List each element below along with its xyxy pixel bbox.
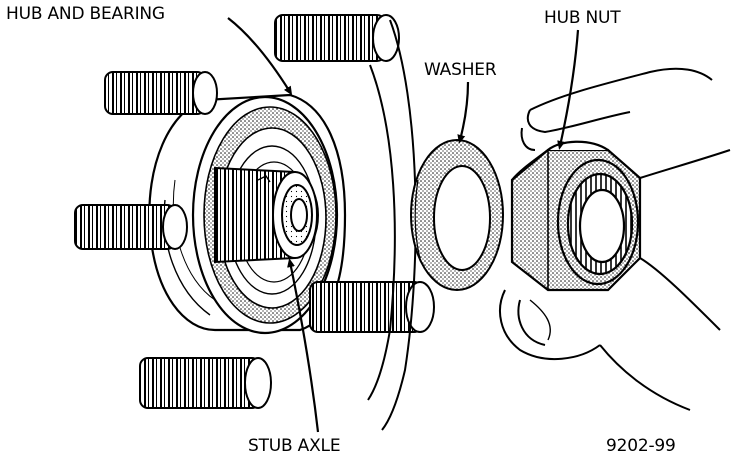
wheel-stud-top-left bbox=[104, 71, 218, 115]
leader-washer bbox=[457, 81, 470, 144]
hub-flange bbox=[148, 93, 347, 335]
leader-hub-and-bearing bbox=[227, 17, 293, 96]
brake-shield-arcs bbox=[367, 19, 417, 431]
stub-axle bbox=[214, 166, 320, 264]
leader-lines bbox=[227, 17, 580, 433]
hub-nut-label: HUB NUT bbox=[544, 8, 621, 28]
figure-number: 9202-99 bbox=[606, 436, 676, 456]
leader-hub-nut bbox=[557, 29, 580, 150]
wheel-stud-top-right bbox=[274, 14, 400, 62]
washer bbox=[410, 139, 504, 291]
stub-axle-label: STUB AXLE bbox=[248, 436, 341, 456]
wheel-stud-bottom bbox=[139, 357, 272, 409]
hub-nut bbox=[510, 140, 642, 292]
wheel-stud-lower-right bbox=[309, 281, 435, 333]
hub-and-bearing-label: HUB AND BEARING bbox=[6, 4, 165, 24]
wheel-stud-left bbox=[74, 204, 188, 250]
leader-stub-axle bbox=[287, 258, 320, 433]
hand-outline bbox=[499, 67, 731, 411]
washer-label: WASHER bbox=[424, 60, 497, 80]
